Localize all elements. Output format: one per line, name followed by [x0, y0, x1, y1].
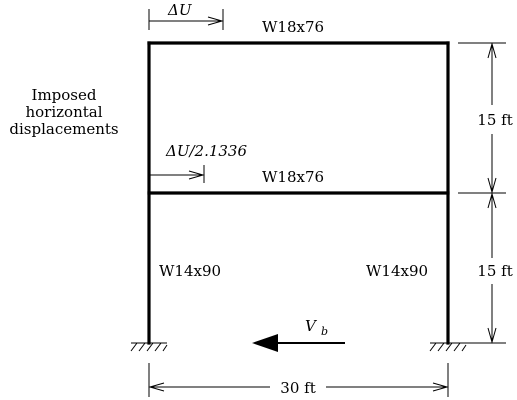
delta-u-label: ΔU	[167, 1, 193, 19]
delta-u-ratio-label: ΔU/2.1336	[165, 142, 247, 160]
imposed-note-line2: horizontal	[25, 103, 102, 121]
mid-displacement-arrow	[149, 165, 205, 183]
floor-beam-label: W18x76	[262, 168, 324, 186]
left-fixed-support	[130, 342, 168, 352]
base-shear-arrow	[252, 334, 345, 352]
base-shear-subscript: b	[321, 325, 328, 338]
left-column-label: W14x90	[159, 262, 221, 280]
span-dimension	[148, 363, 449, 397]
top-displacement-arrow	[148, 9, 224, 30]
span-length-label: 30 ft	[280, 379, 315, 397]
base-shear-label: V b	[305, 316, 328, 338]
top-story-dimension	[458, 42, 506, 194]
imposed-note-line1: Imposed	[32, 86, 97, 104]
bottom-story-dimension	[458, 192, 506, 344]
base-shear-symbol: V	[305, 317, 318, 335]
top-story-height-label: 15 ft	[477, 111, 512, 129]
imposed-note-line3: displacements	[9, 120, 118, 138]
bottom-story-height-label: 15 ft	[477, 262, 512, 280]
roof-beam-label: W18x76	[262, 18, 324, 36]
right-column-label: W14x90	[366, 262, 428, 280]
